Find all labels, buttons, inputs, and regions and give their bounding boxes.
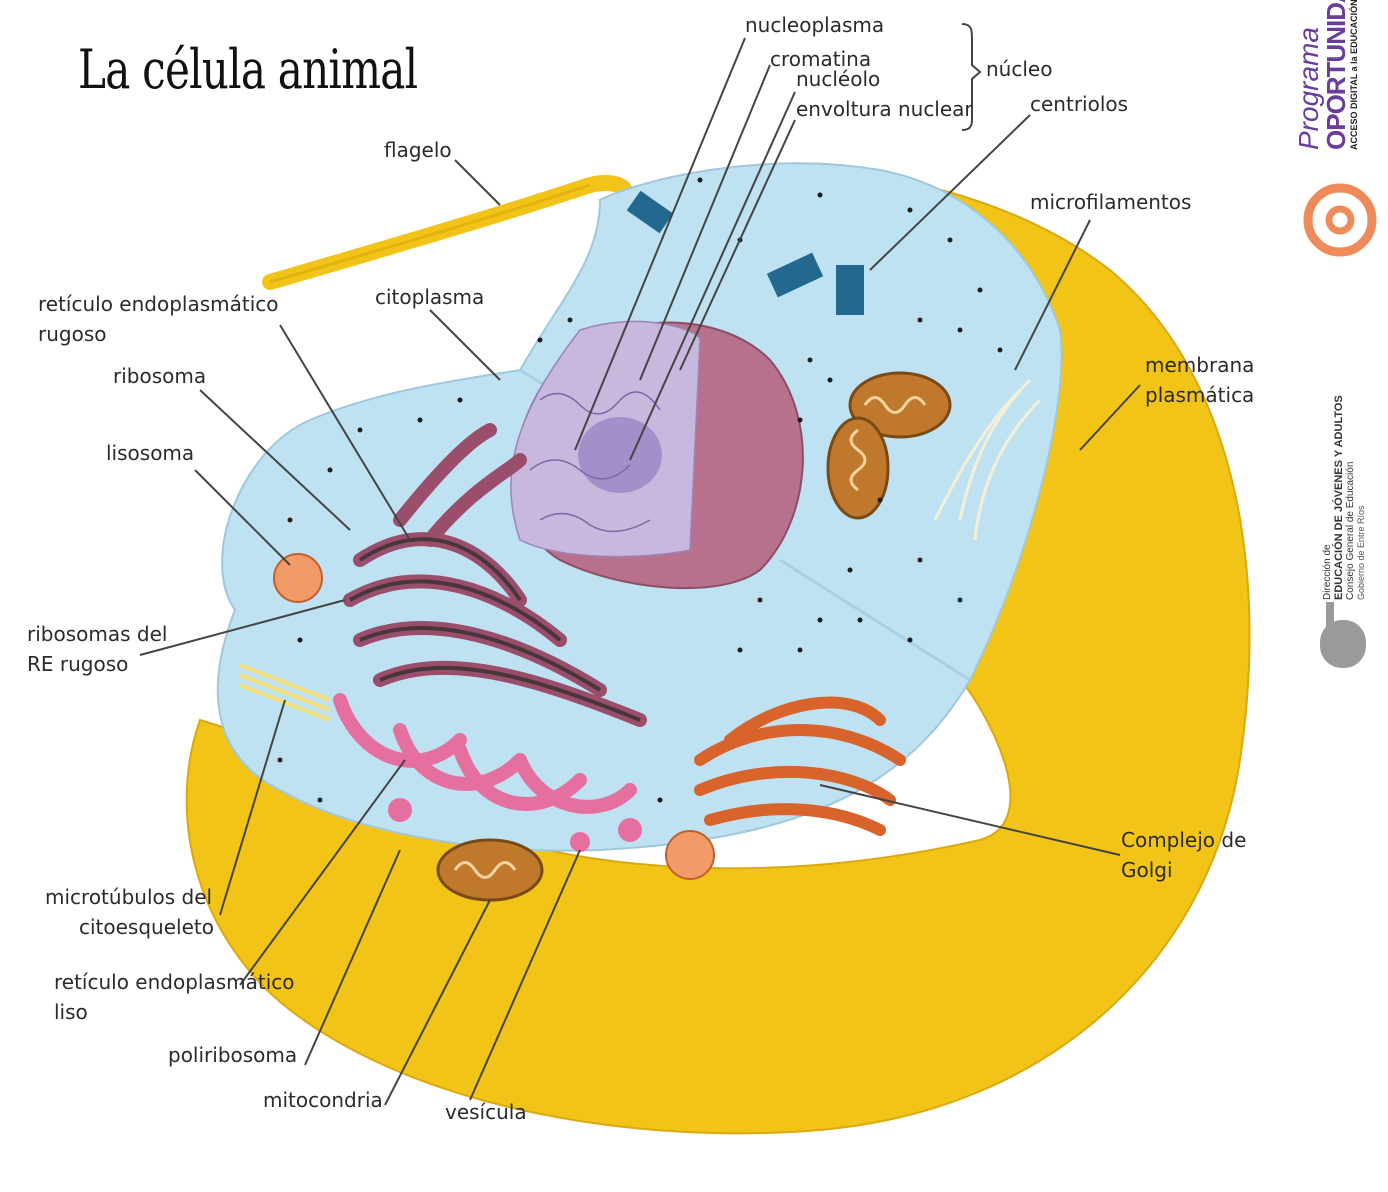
microfilaments (933, 378, 1042, 541)
label-reticulo-rugoso-2: rugoso (38, 322, 107, 346)
label-reticulo-liso-2: liso (54, 1000, 88, 1024)
label-mitocondria: mitocondria (263, 1088, 383, 1112)
ribosomes (277, 177, 1003, 803)
label-vesicula: vesícula (445, 1100, 527, 1124)
leader-lines (139, 23, 1141, 1106)
smooth-er (333, 693, 637, 814)
page-title: La célula animal (78, 38, 418, 101)
label-lisosoma: lisosoma (106, 441, 195, 465)
mitochondria (436, 371, 952, 902)
direccion-line-1: Dirección de (1322, 544, 1333, 600)
label-nucleo: núcleo (986, 57, 1053, 81)
label-nucleoplasma: nucleoplasma (745, 13, 885, 37)
dir-logo (1320, 602, 1366, 668)
direccion-logo-text: Dirección de EDUCACIÓN DE JÓVENES Y ADUL… (1322, 395, 1366, 600)
label-microfilamentos: microfilamentos (1030, 190, 1192, 214)
label-reticulo-rugoso-1: retículo endoplasmático (38, 292, 279, 316)
programa-logo-text: Programa OPORTUNIDADES ACCESO DIGITAL a … (1293, 0, 1360, 150)
label-poliribosoma: poliribosoma (168, 1043, 298, 1067)
programa-word: Programa (1293, 27, 1324, 150)
lysosome (273, 553, 323, 603)
direccion-line-2: EDUCACIÓN DE JÓVENES Y ADULTOS (1333, 395, 1345, 600)
centrioles (626, 190, 864, 315)
oportunidades-word: OPORTUNIDADES (1321, 0, 1351, 150)
label-envoltura-nuclear: envoltura nuclear (796, 97, 973, 121)
label-membrana-1: membrana (1145, 353, 1255, 377)
label-ribosomas-re-2: RE rugoso (27, 652, 129, 676)
label-microtubulos-2: citoesqueleto (79, 915, 214, 939)
direccion-line-3: Consejo General de Educación (1345, 461, 1356, 600)
direccion-line-4: Gobierno de Entre Ríos (1356, 505, 1366, 600)
programa-logo (1303, 183, 1377, 257)
golgi-apparatus (694, 696, 906, 836)
label-golgi-2: Golgi (1121, 858, 1173, 882)
label-nucleolo: nucléolo (796, 67, 881, 91)
programa-subtitle: ACCESO DIGITAL a la EDUCACIÓN SECUNDARIA (1349, 0, 1359, 150)
label-cromatina: cromatina (770, 47, 872, 71)
nucleolus (578, 417, 662, 493)
label-citoplasma: citoplasma (375, 285, 485, 309)
label-ribosoma: ribosoma (113, 364, 207, 388)
label-ribosomas-re-1: ribosomas del (27, 622, 168, 646)
label-flagelo: flagelo (384, 138, 452, 162)
label-microtubulos-1: microtúbulos del (45, 885, 213, 909)
label-reticulo-liso-1: retículo endoplasmático (54, 970, 295, 994)
label-centriolos: centriolos (1030, 92, 1129, 116)
label-golgi-1: Complejo de (1121, 828, 1247, 852)
label-membrana-2: plasmática (1145, 383, 1255, 407)
